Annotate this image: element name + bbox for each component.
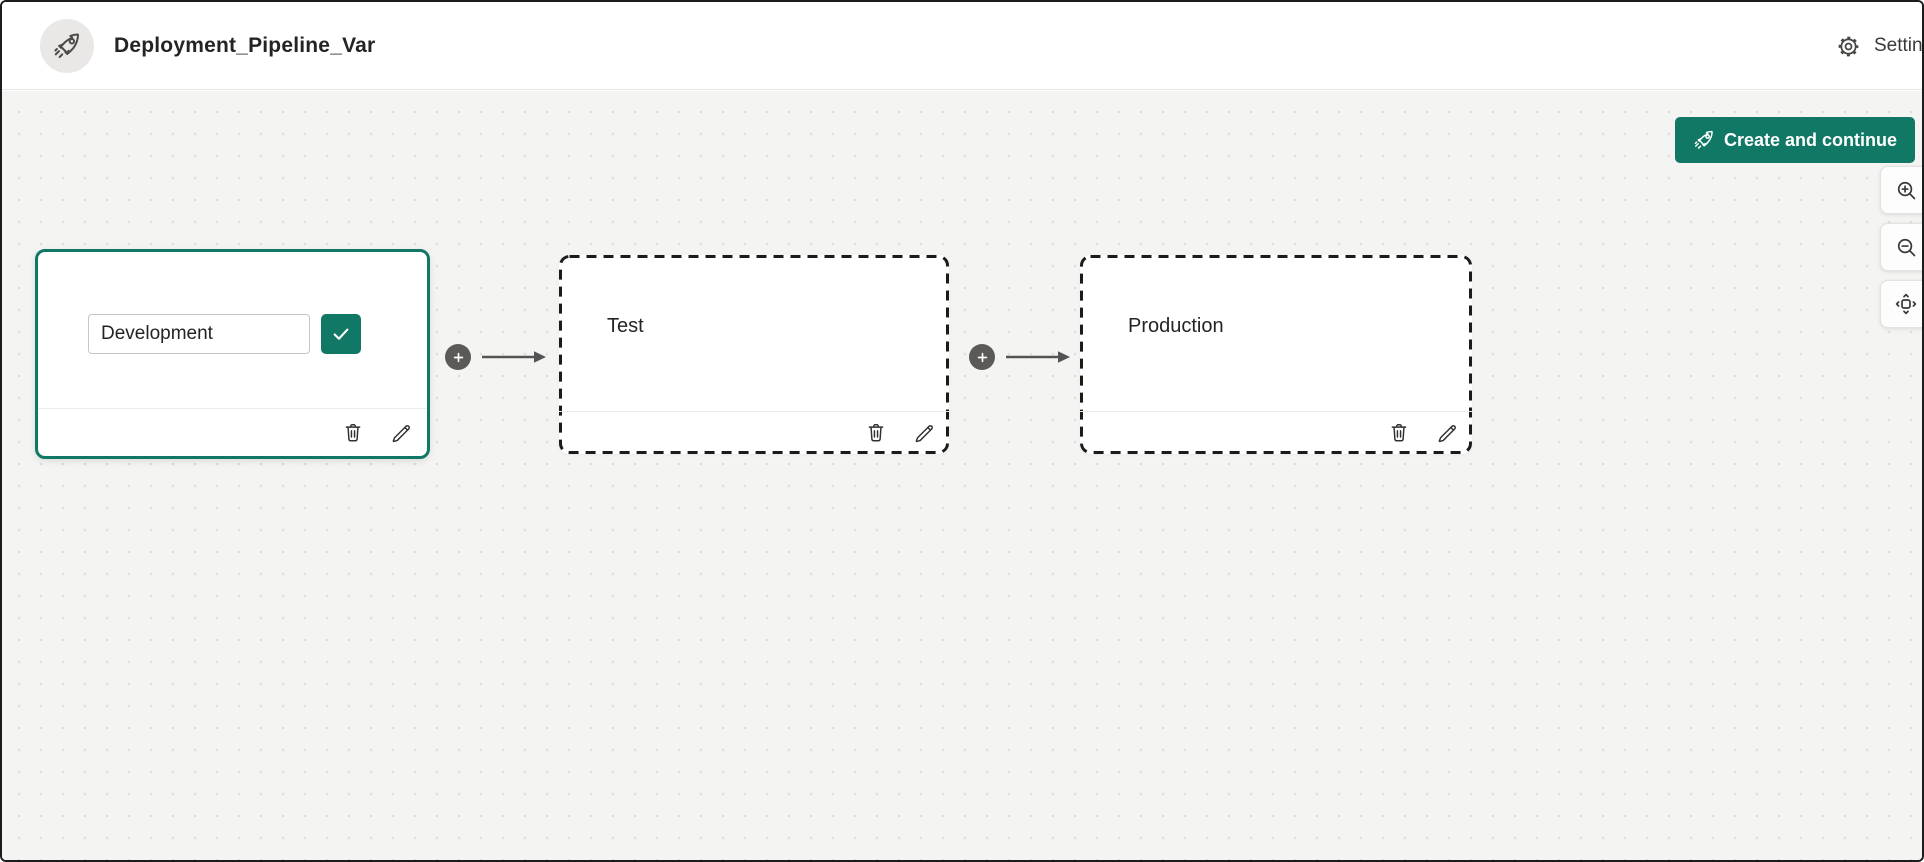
rocket-icon [1693,129,1715,151]
plus-icon [975,350,990,365]
pencil-icon [391,422,413,444]
delete-stage-button[interactable] [342,422,364,444]
stage-card-development[interactable] [35,249,430,459]
zoom-out-button[interactable] [1880,223,1922,271]
trash-icon [865,422,887,444]
gear-icon [1836,34,1861,59]
fit-view-icon [1894,292,1918,316]
delete-stage-button[interactable] [1388,422,1410,444]
stage-card-footer [559,411,949,454]
create-button-label: Create and continue [1724,129,1898,150]
edit-stage-button[interactable] [914,422,936,444]
stage-card-footer [1080,411,1472,454]
plus-icon [451,350,466,365]
create-and-continue-button[interactable]: Create and continue [1675,117,1916,163]
rocket-icon [52,31,82,61]
pencil-icon [1437,422,1459,444]
zoom-in-icon [1895,179,1918,202]
settings-label: Settings [1874,35,1923,56]
stage-card-label: Test [607,315,644,337]
stage-name-input[interactable] [88,314,310,354]
page-title: Deployment_Pipeline_Var [114,34,376,57]
connector-arrow [480,350,548,364]
trash-icon [1388,422,1410,444]
stage-card-test[interactable]: Test [559,255,949,454]
confirm-stage-name-button[interactable] [321,314,361,354]
zoom-out-icon [1895,236,1918,259]
zoom-in-button[interactable] [1880,166,1922,214]
trash-icon [342,422,364,444]
add-stage-button[interactable] [445,344,471,370]
delete-stage-button[interactable] [865,422,887,444]
stage-card-label: Production [1128,315,1224,337]
edit-stage-button[interactable] [391,422,413,444]
connector-arrow [1004,350,1072,364]
edit-stage-button[interactable] [1437,422,1459,444]
pencil-icon [914,422,936,444]
fit-view-button[interactable] [1880,280,1922,328]
settings-button[interactable]: Settings [1836,2,1923,90]
add-stage-button[interactable] [969,344,995,370]
header: Deployment_Pipeline_Var Settings [2,2,1922,90]
pipeline-canvas: Create and continue [2,91,1922,860]
stage-card-footer [38,408,427,456]
pipeline-avatar [40,19,94,73]
stage-card-production[interactable]: Production [1080,255,1472,454]
check-icon [330,323,352,345]
